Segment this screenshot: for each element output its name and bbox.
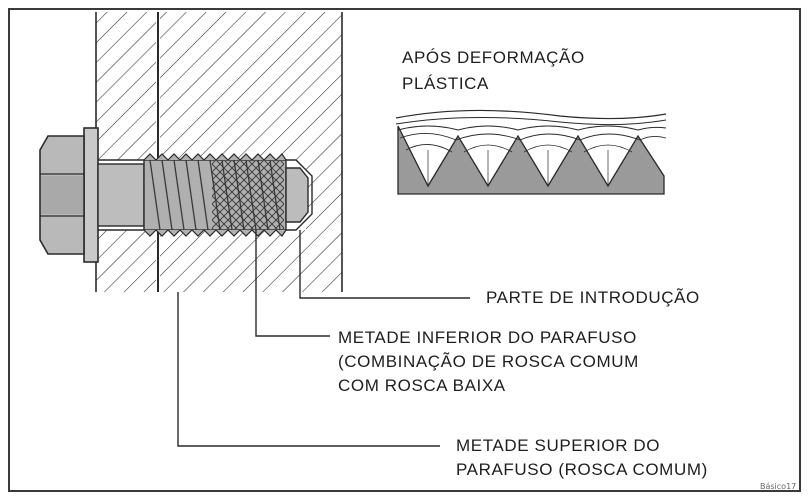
label-lower-line2: (COMBINAÇÃO DE ROSCA COMUM <box>338 352 639 371</box>
leader-lines <box>177 230 470 447</box>
bolt-tip <box>285 167 309 223</box>
deformation-inset <box>395 109 667 195</box>
inset-title-line2: PLÁSTICA <box>402 74 489 93</box>
label-lower-line1: METADE INFERIOR DO PARAFUSO <box>338 328 637 347</box>
label-intro: PARTE DE INTRODUÇÃO <box>486 288 700 307</box>
bolt-shank <box>97 163 145 227</box>
watermark: Básico17 <box>760 482 797 491</box>
inset-title-line1: APÓS DEFORMAÇÃO <box>402 48 585 67</box>
leader-intro <box>299 230 470 299</box>
label-upper-line1: METADE SUPERIOR DO <box>456 436 661 455</box>
leader-upper-half <box>177 292 440 447</box>
bolt-head <box>39 135 85 255</box>
hatched-plates <box>96 12 342 292</box>
label-lower-line3: COM ROSCA BAIXA <box>338 376 506 395</box>
washer <box>83 127 99 263</box>
label-upper-line2: PARAFUSO (ROSCA COMUM) <box>456 460 708 479</box>
bolt-thread <box>143 153 287 237</box>
leader-lower-half <box>255 230 330 337</box>
